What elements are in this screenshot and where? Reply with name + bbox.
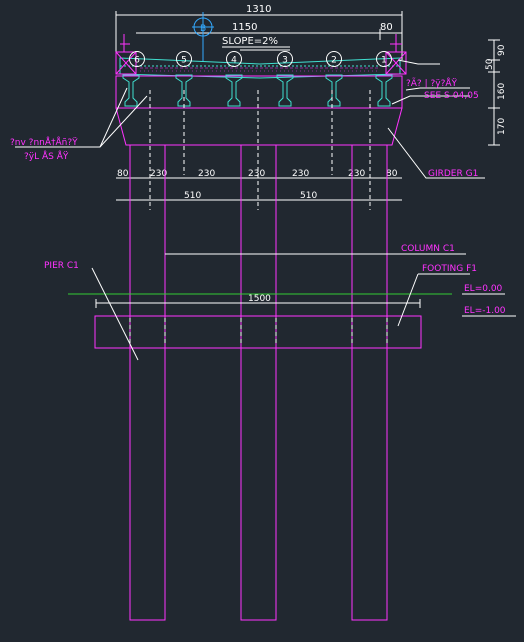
girder-label: GIRDER G1 <box>428 169 478 179</box>
girder-2 <box>325 74 343 107</box>
pier-span-label-1: 510 <box>184 191 201 201</box>
left-barrier <box>115 34 137 75</box>
see-reference-label: SEE S-04,05 <box>424 91 479 101</box>
column-label: COLUMN C1 <box>401 244 455 254</box>
span-label-0: 80 <box>117 169 129 179</box>
right-barrier <box>385 34 407 75</box>
elevation-bottom-label: EL=-1.00 <box>464 306 506 316</box>
girder-number-label: 2 <box>331 56 337 66</box>
girder-bubble <box>129 51 145 67</box>
callout-leaders <box>15 59 516 361</box>
slope-label: SLOPE=2% <box>222 36 278 47</box>
pier-cap <box>115 75 403 146</box>
girder-number-label: 5 <box>181 56 187 66</box>
girder-1 <box>375 74 393 107</box>
elevation-top-label: EL=0.00 <box>464 284 503 294</box>
right-callout-line1: ?Ã? | ?ÿ?ÅŸ <box>406 77 458 89</box>
span-label-3: 230 <box>248 169 265 179</box>
girder-3 <box>276 74 294 107</box>
left-callout-line2: ?ÿL ÅS ÅŸ <box>24 150 69 162</box>
span-label-5: 230 <box>348 169 365 179</box>
girder-number-label: 3 <box>282 56 288 66</box>
deck-width-label: 1150 <box>232 22 257 33</box>
girder-bubble <box>277 51 293 67</box>
girder-number-label: 4 <box>231 56 237 66</box>
girder-bubble <box>326 51 342 67</box>
height-90-label: 90 <box>497 44 507 56</box>
deck-hatch <box>140 67 380 72</box>
girder-4 <box>225 74 243 107</box>
span-label-2: 230 <box>198 169 215 179</box>
height-160-label: 160 <box>497 83 507 100</box>
deck-width-dimension <box>136 29 402 40</box>
height-170-label: 170 <box>497 118 507 135</box>
overall-width-label: 1310 <box>246 4 271 15</box>
center-axis-marker <box>192 12 214 62</box>
curb-width-label: 80 <box>380 22 393 33</box>
girder-5 <box>175 74 193 107</box>
footing-width-dimension <box>95 299 421 308</box>
span-dimension-line <box>116 177 402 201</box>
girder-6 <box>122 74 140 107</box>
girder-number-label: 6 <box>134 56 140 66</box>
footing-label: FOOTING F1 <box>422 264 477 274</box>
girder-bubble <box>226 51 242 67</box>
girder-bubble <box>376 51 392 67</box>
height-dimensions <box>488 39 500 146</box>
slope-arrow <box>222 46 290 51</box>
pier-label: PIER C1 <box>44 261 79 271</box>
girder-number-bubbles: 6 5 4 3 2 1 <box>129 51 392 67</box>
footing-width-label: 1500 <box>248 294 271 304</box>
footing-dashed-lines <box>129 318 388 346</box>
span-label-6: 80 <box>386 169 398 179</box>
columns <box>129 144 388 621</box>
pier-span-label-2: 510 <box>300 191 317 201</box>
girders-group <box>122 74 393 107</box>
axis-label: B <box>200 24 206 34</box>
girder-number-label: 1 <box>381 56 387 66</box>
cap-dashed-lines <box>149 90 371 210</box>
height-50-label: 50 <box>485 58 495 70</box>
span-label-4: 230 <box>292 169 309 179</box>
left-callout-line1: ?nv ?nnÅ†Åñ?Ÿ <box>10 136 78 148</box>
footing <box>94 315 422 349</box>
girder-bubble <box>176 51 192 67</box>
span-label-1: 230 <box>150 169 167 179</box>
